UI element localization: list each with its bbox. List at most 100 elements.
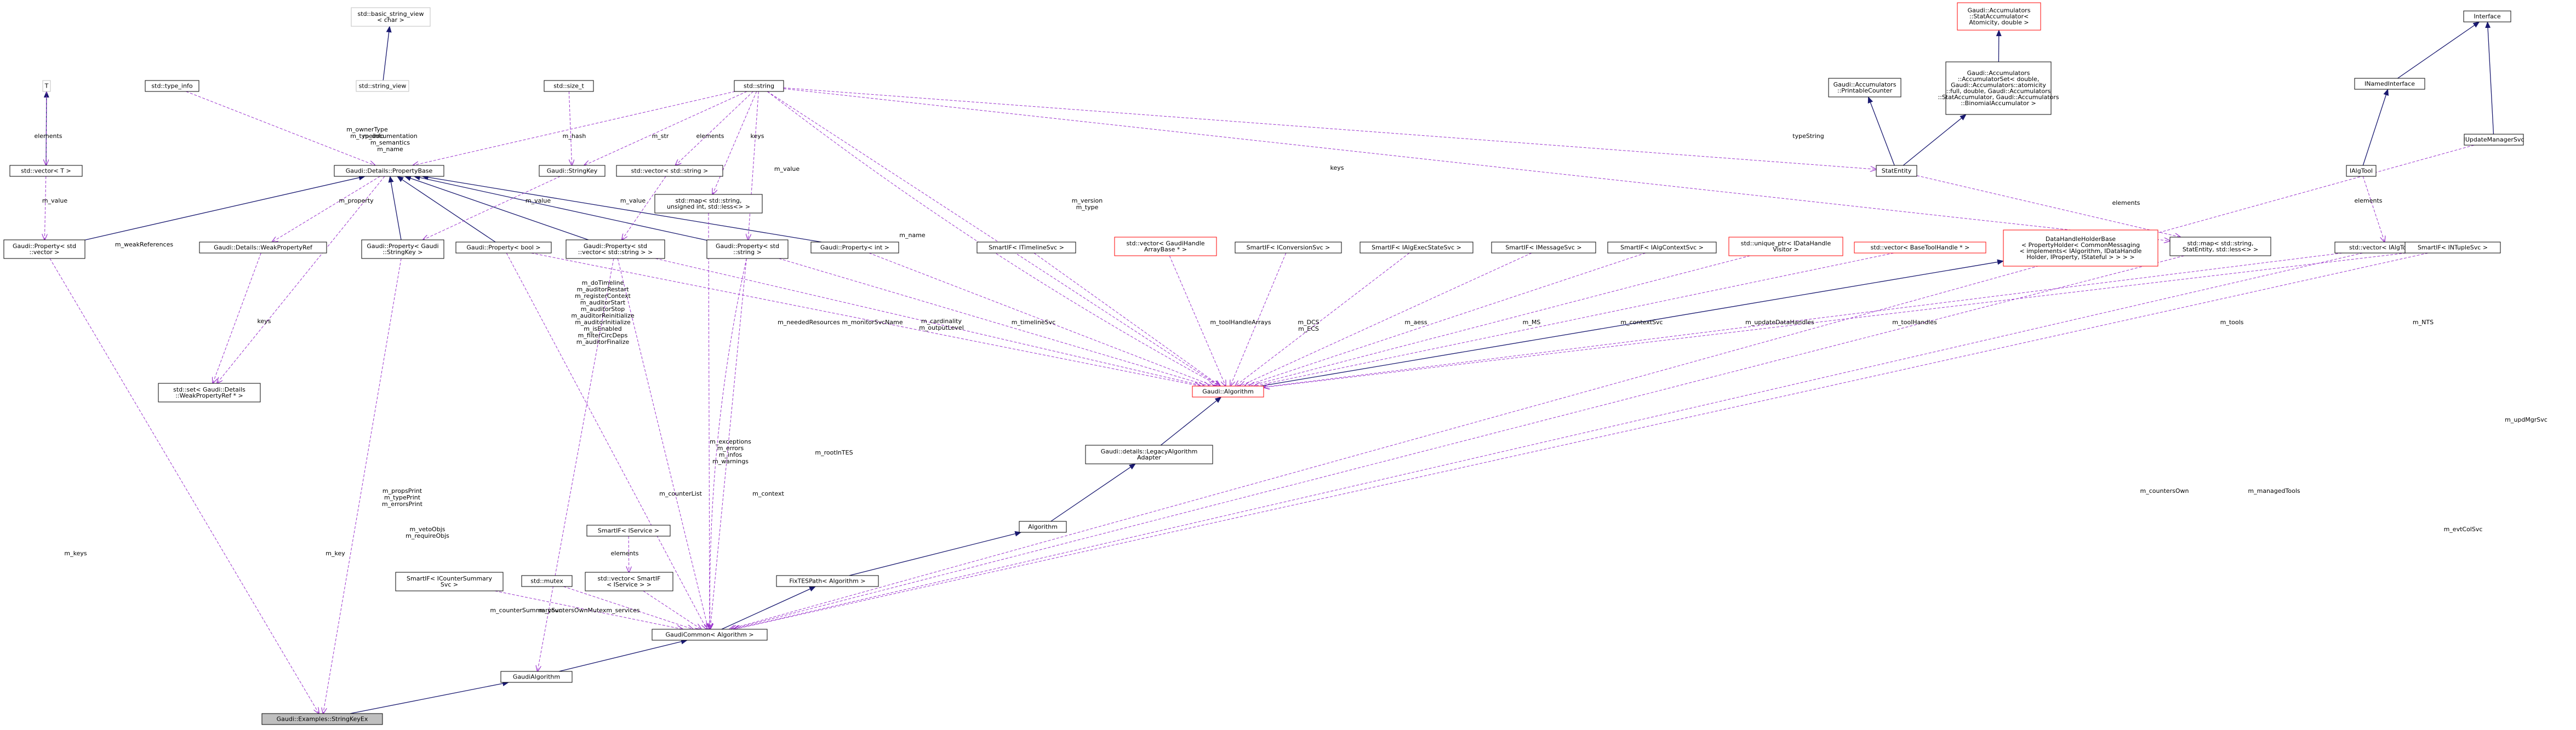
node-propsk[interactable]: Gaudi::Property< Gaudi::StringKey >: [361, 239, 444, 259]
usage-edge-spmsg-algorithm: [1240, 252, 1532, 386]
node-fixtes[interactable]: FixTESPath< Algorithm >: [776, 575, 879, 587]
node-label: DataHandleHolderBase: [2046, 235, 2116, 243]
edge-label: m_value: [774, 165, 799, 173]
edge-label: m_contextSvc: [1620, 319, 1663, 326]
node-label: Holder, IProperty, IStateful > > > >: [2026, 254, 2134, 261]
node-box: [145, 80, 199, 92]
node-printable[interactable]: Gaudi::Accumulators::PrintableCounter: [1828, 78, 1901, 97]
node-label: Gaudi::Algorithm: [1202, 388, 1254, 395]
node-label: ::PrintableCounter: [1837, 87, 1893, 94]
usage-edge-spntup-gcommon: [734, 252, 2429, 629]
node-propbool[interactable]: Gaudi::Property< bool >: [455, 242, 552, 254]
node-box: [261, 713, 383, 725]
edge-label: m_counterList: [659, 490, 702, 497]
node-spctx[interactable]: SmartIF< IAlgContextSvc >: [1607, 242, 1717, 254]
inheritance-edge-propstr-propbase: [413, 175, 707, 241]
usage-edge-typeinfo-propbase: [186, 91, 375, 165]
node-sptl[interactable]: SmartIF< ITimelineSvc >: [976, 242, 1076, 254]
node-sizet[interactable]: std::size_t: [544, 80, 594, 92]
node-box: [810, 242, 899, 254]
node-label: SmartIF< IMessageSvc >: [1505, 244, 1581, 251]
node-spconv[interactable]: SmartIF< IConversionSvc >: [1235, 242, 1342, 254]
node-box: [356, 80, 409, 92]
node-box: [616, 165, 723, 177]
usage-edge-stdstring-mapstr: [712, 91, 757, 194]
edge-label: elements: [696, 133, 724, 140]
node-spsvc[interactable]: SmartIF< IService >: [586, 525, 671, 537]
inheritance-edge-gcommon-fixtes: [721, 586, 816, 630]
node-propint[interactable]: Gaudi::Property< int >: [810, 242, 899, 254]
node-stdstring[interactable]: std::string: [734, 80, 784, 92]
edge-label: m_timelineSvc: [1012, 319, 1055, 326]
node-vectoolh[interactable]: std::vector< BaseToolHandle * >: [1854, 242, 1986, 254]
node-label: std::map< std::string,: [675, 197, 741, 204]
node-box: [1192, 386, 1264, 398]
node-typeinfo[interactable]: std::type_info: [145, 80, 199, 92]
node-stataccum[interactable]: Gaudi::Accumulators::StatAccumulator<Ato…: [1957, 2, 2041, 31]
usage-edge-iupdatemgr-gcommon: [729, 145, 2475, 629]
node-box: [361, 239, 444, 259]
node-spmsg[interactable]: SmartIF< IMessageSvc >: [1491, 242, 1596, 254]
edge-label: m_str: [652, 133, 669, 140]
node-weakref[interactable]: Gaudi::Details::WeakPropertyRef: [199, 242, 327, 254]
node-algorithm[interactable]: Gaudi::Algorithm: [1192, 386, 1264, 398]
node-accumset[interactable]: Gaudi::Accumulators::AccumulatorSet< dou…: [1938, 61, 2059, 115]
usage-edge-propstr-gcommon: [710, 258, 747, 629]
inheritance-edge-galg-gcommon: [558, 639, 688, 672]
node-stringkey[interactable]: Gaudi::StringKey: [539, 165, 606, 177]
edge-label: m_updateDataHandles: [1745, 319, 1814, 326]
node-gcommon[interactable]: GaudiCommon< Algorithm >: [652, 629, 768, 641]
node-box: [1491, 242, 1596, 254]
node-spntup[interactable]: SmartIF< INTupleSvc >: [2404, 242, 2501, 254]
node-box: [1360, 242, 1473, 254]
node-dhholder[interactable]: DataHandleHolderBase< PropertyHolder< Co…: [2003, 229, 2158, 267]
node-ialgtool[interactable]: IAlgTool: [2346, 165, 2377, 177]
node-mapstr[interactable]: std::map< std::string,unsigned int, std:…: [654, 194, 763, 214]
node-label: Visitor >: [1773, 246, 1798, 253]
node-mutex[interactable]: std::mutex: [521, 575, 573, 587]
inheritance-edge-inamed-interface: [2397, 21, 2480, 79]
node-propbase[interactable]: Gaudi::Details::PropertyBase: [334, 165, 444, 177]
node-inamed[interactable]: INamedInterface: [2354, 78, 2425, 90]
inheritance-edge-propint-propbase: [421, 174, 822, 243]
node-label: ::AccumulatorSet< double,: [1958, 76, 2040, 83]
node-mapstat[interactable]: std::map< std::string,StatEntity, std::l…: [2169, 237, 2271, 256]
node-skex[interactable]: Gaudi::Examples::StringKeyEx: [261, 713, 383, 725]
node-label: Gaudi::Property< std: [716, 243, 779, 250]
node-propvec[interactable]: Gaudi::Property< std::vector >: [3, 239, 85, 259]
node-label: SmartIF< IAlgExecStateSvc >: [1372, 244, 1461, 251]
usage-edge-weakref-setweak: [213, 252, 261, 383]
node-sv[interactable]: std::string_view: [356, 80, 409, 92]
node-label: ::full, double, Gaudi::Accumulators: [1946, 88, 2051, 95]
node-box: [1828, 78, 1901, 97]
node-propstr[interactable]: Gaudi::Property< std::string >: [706, 239, 789, 259]
node-statentity[interactable]: StatEntity: [1876, 165, 1917, 177]
node-vecT[interactable]: std::vector< T >: [9, 165, 83, 177]
node-label: std::set< Gaudi::Details: [173, 386, 245, 393]
node-spexec[interactable]: SmartIF< IAlgExecStateSvc >: [1360, 242, 1473, 254]
node-propvecstr[interactable]: Gaudi::Property< std::vector< std::strin…: [566, 239, 665, 259]
node-vecsp[interactable]: std::vector< SmartIF< IService > >: [585, 572, 673, 591]
node-T[interactable]: T: [42, 80, 51, 92]
node-algo[interactable]: Algorithm: [1019, 521, 1067, 533]
node-label: std::map< std::string,: [2187, 240, 2253, 247]
edge-label: m_value: [42, 197, 67, 204]
inheritance-edge-fixtes-algo: [849, 531, 1022, 576]
node-label: std::basic_string_view: [358, 10, 424, 18]
node-setweak[interactable]: std::set< Gaudi::Details::WeakPropertyRe…: [158, 383, 261, 403]
node-galg[interactable]: GaudiAlgorithm: [500, 671, 573, 683]
node-interface[interactable]: Interface: [2463, 10, 2511, 22]
usage-edge-vecT-propvec: [44, 176, 45, 240]
node-iupdatemgr[interactable]: IUpdateManagerSvc: [2464, 134, 2524, 146]
node-label: SmartIF< IConversionSvc >: [1247, 244, 1330, 251]
edge-label: m_monitorSvcName: [842, 319, 903, 326]
node-bsv[interactable]: std::basic_string_view< char >: [351, 7, 431, 27]
inheritance-edge-propsk-propbase: [388, 176, 402, 240]
node-vecstr[interactable]: std::vector< std::string >: [616, 165, 723, 177]
